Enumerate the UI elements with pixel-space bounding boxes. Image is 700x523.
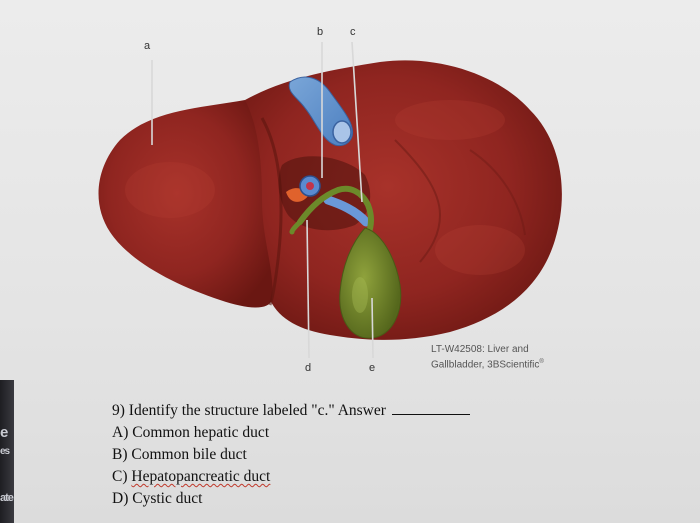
label-d: d — [305, 362, 312, 374]
question-prompt: 9) Identify the structure labeled "c." A… — [112, 400, 532, 422]
label-a: a — [144, 40, 151, 52]
pointer-d — [306, 219, 310, 359]
liver-left-lobe — [98, 100, 273, 308]
pointer-c — [351, 41, 363, 203]
answer-blank[interactable] — [391, 402, 470, 415]
portal-vein-branch — [323, 195, 371, 227]
figure-caption: LT-W42508: Liver and Gallbladder, 3BScie… — [431, 344, 591, 371]
caption-line: Gallbladder, 3BScientific® — [431, 359, 544, 371]
edge-fragment: es — [0, 446, 10, 457]
edge-fragment: e — [0, 424, 8, 441]
edge-fragment: ate — [0, 492, 14, 504]
bile-duct — [297, 185, 374, 238]
option-c[interactable]: C) Hepatopancreatic duct — [112, 468, 271, 485]
screen-edge — [0, 380, 14, 523]
option-a[interactable]: A) Common hepatic duct — [112, 424, 270, 441]
label-c: c — [350, 26, 356, 38]
pointer-e — [371, 297, 374, 359]
caption-line: LT-W42508: Liver and — [431, 344, 529, 355]
label-b: b — [317, 26, 324, 38]
option-d[interactable]: D) Cystic duct — [112, 490, 203, 507]
label-e: e — [369, 362, 376, 374]
option-b[interactable]: B) Common bile duct — [112, 446, 247, 463]
question-block: 9) Identify the structure labeled "c." A… — [112, 400, 532, 510]
registered-mark: ® — [539, 359, 544, 365]
